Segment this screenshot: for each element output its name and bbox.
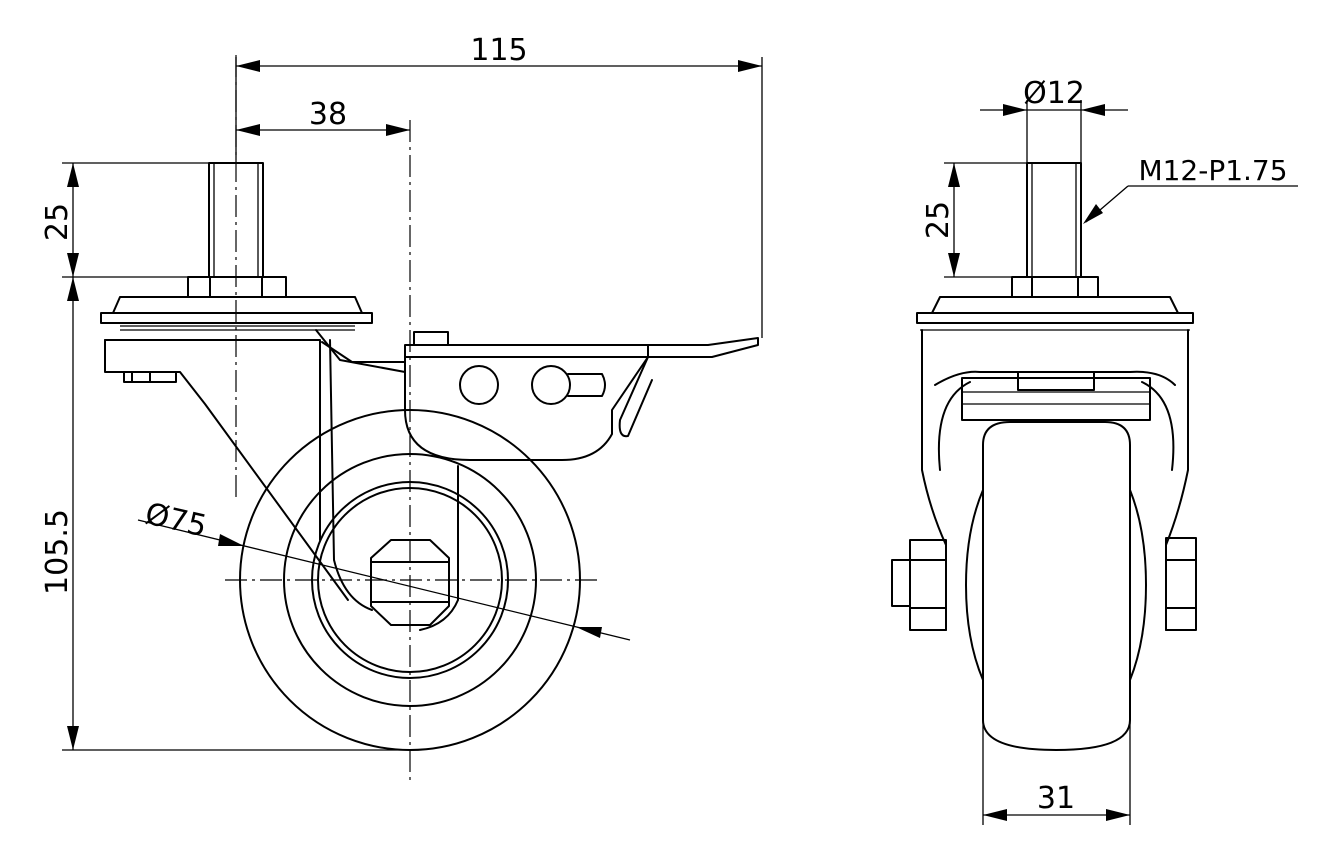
top-plate-front [916,276,1194,331]
stem-length-front-label: 25 [921,201,956,239]
fork-bracket [104,329,459,631]
dimension-total-height: 105.5 [40,277,410,751]
fork-front [921,329,1189,631]
dimension-stem-diameter: Ø12 [980,76,1128,163]
stem-offset-label: 38 [309,97,347,132]
axle-nut [370,539,450,626]
thread-label: M12-P1.75 [1138,154,1287,187]
overall-width-label: 115 [470,33,527,68]
wheel-front [982,421,1131,751]
wheel-diameter-label: Ø75 [142,496,210,544]
total-height-label: 105.5 [40,509,75,595]
axle-nut-right [1165,537,1197,631]
stem-diameter-label: Ø12 [1023,76,1085,111]
side-view: 115 38 25 105.5 [40,33,763,780]
dimension-stem-length-front: 25 [921,162,1027,278]
axle-nut-left [891,539,947,631]
dimension-stem-offset: 38 [236,97,410,136]
thread-callout: M12-P1.75 [1083,154,1298,224]
front-view: Ø12 M12-P1.75 25 31 [891,76,1298,825]
dimension-wheel-width: 31 [982,720,1131,825]
threaded-stem-front [1026,162,1082,278]
dimension-overall-width: 115 [235,33,763,338]
stem-length-label: 25 [40,203,75,241]
brake-assembly [404,331,759,461]
dimension-stem-length: 25 [40,162,236,278]
wheel-width-label: 31 [1037,781,1075,816]
